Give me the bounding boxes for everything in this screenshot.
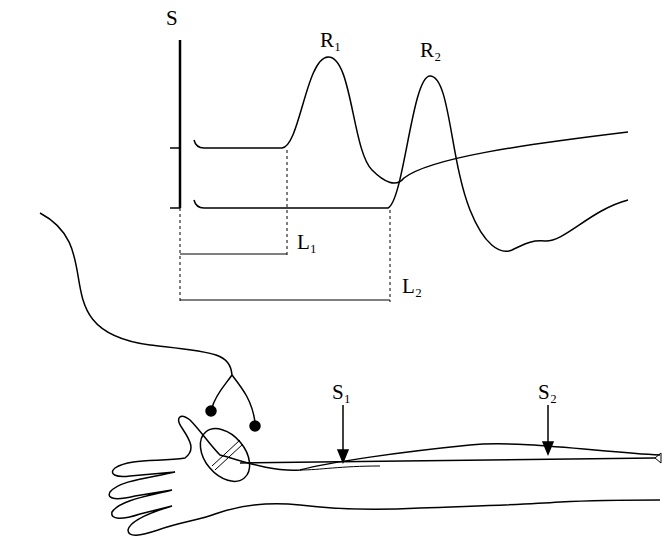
- signal-label: L₂: [402, 276, 422, 297]
- signal-label: S₂: [538, 382, 557, 403]
- signal-label: R₂: [420, 40, 441, 61]
- signal-label: R₁: [320, 30, 341, 51]
- signal-label: S: [166, 8, 178, 29]
- signal-label: L₁: [297, 232, 317, 253]
- signal-label: S₁: [332, 382, 351, 403]
